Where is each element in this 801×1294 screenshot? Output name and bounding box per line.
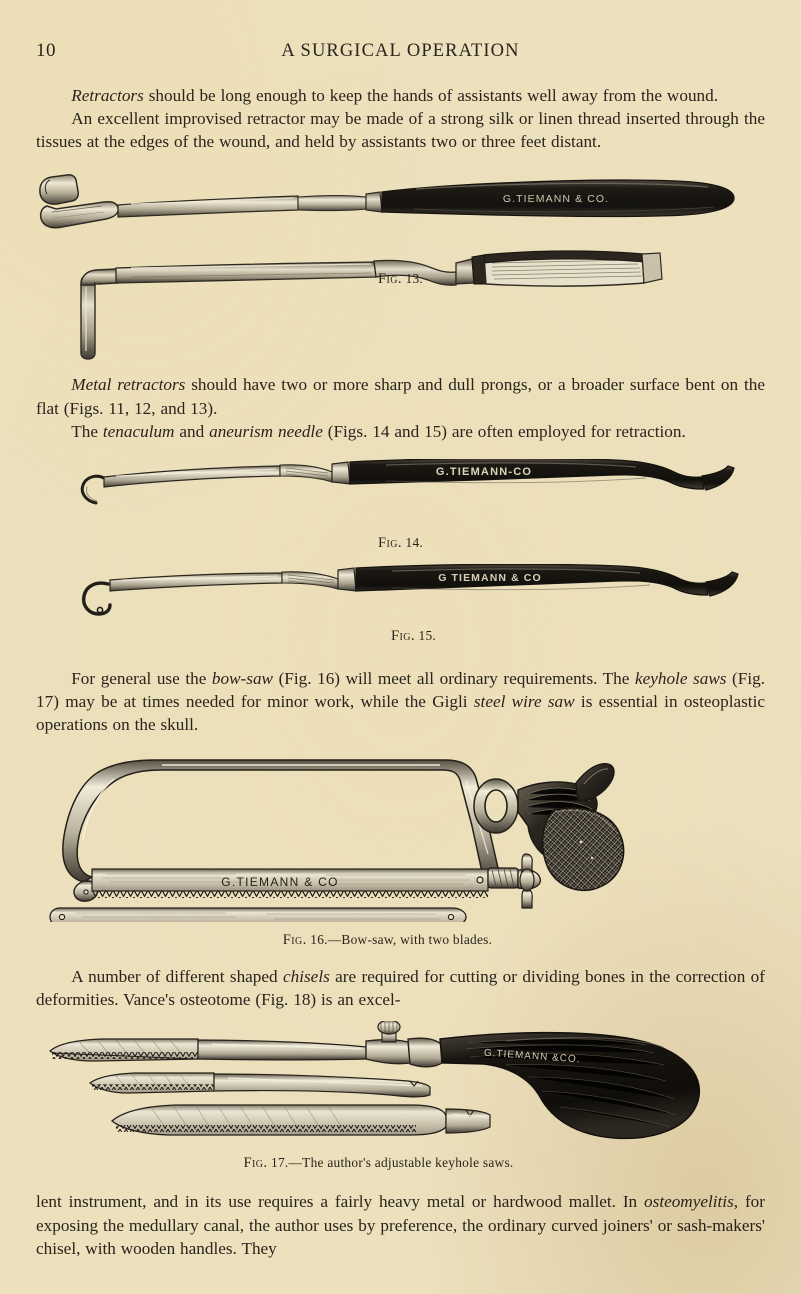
- term-keyhole-saws: keyhole saws: [634, 668, 727, 688]
- bow-saw-tensioner: [487, 853, 542, 909]
- figure-16-maker-mark: G.TIEMANN & CO: [221, 875, 339, 889]
- paragraph-improvised-retractor: An excellent improvised retractor may be…: [36, 109, 765, 152]
- figure-14-maker-mark: G.TIEMANN-CO: [436, 466, 532, 478]
- figure-16-caption-label: Fig.: [282, 932, 307, 949]
- paragraph-group-1: Retractors should be long enough to keep…: [36, 84, 765, 153]
- paragraph-metal-retractors-text: should have two or more sharp and dull p…: [36, 375, 765, 418]
- figure-15-caption-label: Fig.: [390, 627, 415, 644]
- paragraph-metal-retractors: Metal retractors should have two or more…: [36, 373, 765, 419]
- p6-seg-a: A number of different shaped: [71, 967, 283, 987]
- bow-saw-handle: [473, 763, 625, 892]
- figure-15-maker-mark: G TIEMANN & CO: [438, 572, 541, 584]
- keyhole-saw-chuck: [365, 1021, 443, 1068]
- paragraph-osteomyelitis: lent instrument, and in its use requires…: [36, 1190, 765, 1259]
- paragraph-saws: For general use the bow-saw (Fig. 16) wi…: [36, 667, 765, 736]
- figure-16-engraving: G.TIEMANN & CO: [49, 759, 625, 923]
- term-steel-wire-saw: steel wire saw: [473, 691, 575, 711]
- paragraph-retractors: Retractors should be long enough to keep…: [36, 84, 765, 107]
- page-folio: 10: [36, 40, 56, 61]
- p5-seg-c: (Fig. 17) may be at times needed for min…: [36, 668, 765, 711]
- p5-seg-b: (Fig. 16) will meet all ordinary require…: [273, 668, 635, 688]
- running-head: 10 A SURGICAL OPERATION: [36, 40, 765, 62]
- term-metal-retractors: Metal retractors: [71, 375, 186, 395]
- p4-seg-b: and: [174, 421, 210, 441]
- paragraph-group-4: A number of different shaped chisels are…: [36, 965, 765, 1011]
- figure-13-caption-number: 13.: [405, 271, 424, 287]
- figure-17-caption: Fig. 17.—The author's adjustable keyhole…: [0, 1155, 765, 1172]
- paragraph-tenaculum: The tenaculum and aneurism needle (Figs.…: [36, 420, 765, 443]
- figure-13-caption: Fig. 13.: [36, 271, 765, 288]
- tenaculum: G.TIEMANN-CO: [80, 458, 735, 505]
- paragraph-group-5: lent instrument, and in its use requires…: [36, 1190, 765, 1259]
- figure-14-caption-number: 14.: [405, 534, 424, 550]
- bow-saw-spare-blade: [49, 907, 467, 923]
- bow-saw-blade-mounted: G.TIEMANN & CO: [91, 868, 489, 899]
- figure-17-caption-rest: —The author's adjustable keyhole saws.: [288, 1155, 514, 1171]
- figure-15-caption-number: 15.: [418, 627, 437, 643]
- figure-15: G TIEMANN & CO Fig. 15.: [36, 563, 765, 645]
- figure-13-caption-label: Fig.: [377, 271, 402, 288]
- figure-14-caption: Fig. 14.: [36, 535, 765, 552]
- figure-14-engraving: G.TIEMANN-CO: [80, 458, 735, 505]
- keyhole-saw-blade-2: [88, 1072, 431, 1098]
- p5-seg-d: is essential in osteoplastic operations …: [36, 691, 765, 734]
- p6-seg-b: are required for cutting or dividing bon…: [36, 967, 765, 1010]
- figure-13: G.TIEMANN & CO.: [36, 167, 765, 363]
- paragraph-group-3: For general use the bow-saw (Fig. 16) wi…: [36, 667, 765, 736]
- figure-16-caption-rest: —Bow-saw, with two blades.: [327, 932, 493, 948]
- term-aneurism-needle: aneurism needle: [209, 421, 323, 441]
- figure-16-caption: Fig. 16.—Bow-saw, with two blades.: [10, 932, 765, 949]
- paragraph-chisels: A number of different shaped chisels are…: [36, 965, 765, 1011]
- keyhole-saw-blade-1: [49, 1038, 367, 1062]
- p4-seg-c: (Figs. 14 and 15) are often employed for…: [322, 421, 686, 441]
- figure-14-caption-label: Fig.: [377, 534, 402, 551]
- figure-17-caption-number: 17.: [271, 1155, 289, 1171]
- figure-17-engraving: G.TIEMANN &CO.: [49, 1021, 701, 1140]
- figure-13-maker-mark: G.TIEMANN & CO.: [503, 193, 609, 205]
- keyhole-saw-handle: G.TIEMANN &CO.: [439, 1032, 701, 1140]
- term-bow-saw: bow-saw: [211, 668, 274, 688]
- keyhole-saw-blade-3: [110, 1104, 491, 1137]
- term-osteomyelitis: osteomyelitis: [644, 1192, 734, 1212]
- p4-seg-a: The: [71, 421, 103, 441]
- term-tenaculum: tenaculum: [102, 421, 175, 441]
- term-chisels: chisels: [283, 967, 330, 987]
- figure-17: G.TIEMANN &CO.: [36, 1021, 765, 1172]
- figure-15-caption: Fig. 15.: [62, 628, 765, 645]
- paragraph-retractors-text: should be long enough to keep the hands …: [143, 86, 719, 105]
- figure-16: G.TIEMANN & CO: [36, 750, 765, 949]
- page-content: 10 A SURGICAL OPERATION Retractors shoul…: [0, 40, 801, 1260]
- figure-14: G.TIEMANN-CO Fig. 14.: [36, 458, 765, 552]
- retractor-upper: G.TIEMANN & CO.: [39, 174, 735, 229]
- p7-seg-a: lent instrument, and in its use requires…: [36, 1192, 645, 1212]
- term-retractors: Retractors: [71, 86, 144, 105]
- figure-15-engraving: G TIEMANN & CO: [81, 563, 739, 616]
- p7-seg-b: , for exposing the medullary canal, the …: [36, 1192, 765, 1258]
- paragraph-group-2: Metal retractors should have two or more…: [36, 373, 765, 442]
- running-title: A SURGICAL OPERATION: [281, 41, 520, 61]
- figure-13-engraving: G.TIEMANN & CO.: [39, 174, 735, 361]
- p5-seg-a: For general use the: [71, 668, 212, 688]
- aneurism-needle: G TIEMANN & CO: [81, 563, 739, 616]
- figure-17-caption-label: Fig.: [243, 1155, 268, 1172]
- retractor-lower-bent: [80, 250, 663, 361]
- figure-16-caption-number: 16.: [310, 932, 328, 948]
